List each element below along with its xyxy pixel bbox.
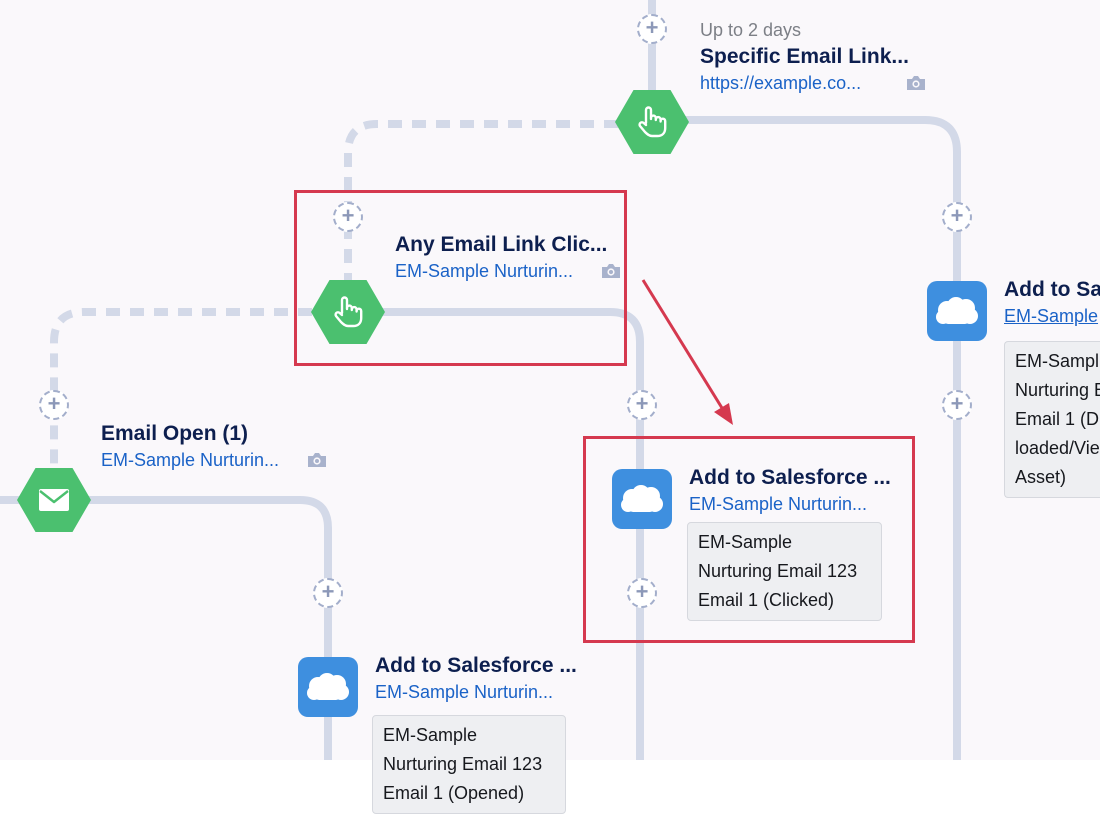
add-step-button[interactable]: + [333,202,363,232]
plus-icon: + [645,15,659,40]
plus-icon: + [341,203,355,228]
add-to-salesforce-action-node[interactable] [298,657,358,717]
add-sf-opened-subtitle[interactable]: EM-Sample Nurturin... [375,682,554,702]
highlight-box [294,190,627,366]
specific-link-title[interactable]: Specific Email Link... [700,45,909,68]
campaign-note: EM-Sample Nurturing Email 123 Email 1 (O… [372,715,566,814]
camera-icon[interactable] [601,263,621,279]
salesforce-cloud-icon [621,485,663,512]
add-sf-right-title[interactable]: Add to Sa [1004,278,1100,301]
salesforce-cloud-icon [307,673,349,700]
plus-icon: + [47,391,61,416]
step-delay-label: Up to 2 days [700,20,802,40]
note-line: EM-Sampl [1015,351,1100,371]
pointer-hand-icon [638,106,667,138]
add-step-button[interactable]: + [637,14,667,44]
add-step-button[interactable]: + [313,578,343,608]
add-step-button[interactable]: + [39,390,69,420]
plus-icon: + [950,391,964,416]
camera-icon[interactable] [906,75,926,91]
add-sf-clicked-title[interactable]: Add to Salesforce ... [689,466,891,489]
any-link-title[interactable]: Any Email Link Clic... [395,233,608,256]
note-line: Asset) [1015,467,1067,487]
highlight-box [583,436,915,643]
pointer-hand-icon [334,296,363,328]
add-to-salesforce-action-node[interactable] [927,281,987,341]
email-open-subtitle[interactable]: EM-Sample Nurturin... [101,450,280,470]
plus-icon: + [950,203,964,228]
camera-icon[interactable] [307,452,327,468]
plus-icon: + [635,579,649,604]
add-sf-right-subtitle[interactable]: EM-Sample [1004,306,1099,326]
add-step-button[interactable]: + [942,390,972,420]
campaign-note: EM-Sampl Nurturing E Email 1 (D loaded/V… [1004,341,1100,498]
add-step-button[interactable]: + [942,202,972,232]
add-step-button[interactable]: + [627,578,657,608]
note-line: loaded/Vie [1015,438,1100,458]
salesforce-cloud-icon [936,297,978,324]
canvas-background [0,0,1100,760]
any-link-subtitle[interactable]: EM-Sample Nurturin... [395,261,574,281]
envelope-icon [39,489,69,511]
plus-icon: + [321,579,335,604]
note-line: Nurturing Email 123 [698,561,858,581]
add-sf-opened-title[interactable]: Add to Salesforce ... [375,654,577,677]
note-line: Nurturing Email 123 [383,754,543,774]
add-step-button[interactable]: + [627,390,657,420]
note-line: Email 1 (D [1015,409,1100,429]
note-line: Nurturing E [1015,380,1100,400]
plus-icon: + [635,391,649,416]
any-link-trigger-node[interactable] [311,280,385,344]
campaign-note: EM-Sample Nurturing Email 123 Email 1 (C… [687,522,882,621]
add-sf-clicked-subtitle[interactable]: EM-Sample Nurturin... [689,494,868,514]
specific-link-url[interactable]: https://example.co... [700,73,862,93]
note-line: Email 1 (Opened) [383,783,525,803]
note-line: Email 1 (Clicked) [698,590,835,610]
email-open-title[interactable]: Email Open (1) [101,422,249,445]
note-line: EM-Sample [698,532,793,552]
add-to-salesforce-action-node[interactable] [612,469,672,529]
note-line: EM-Sample [383,725,478,745]
